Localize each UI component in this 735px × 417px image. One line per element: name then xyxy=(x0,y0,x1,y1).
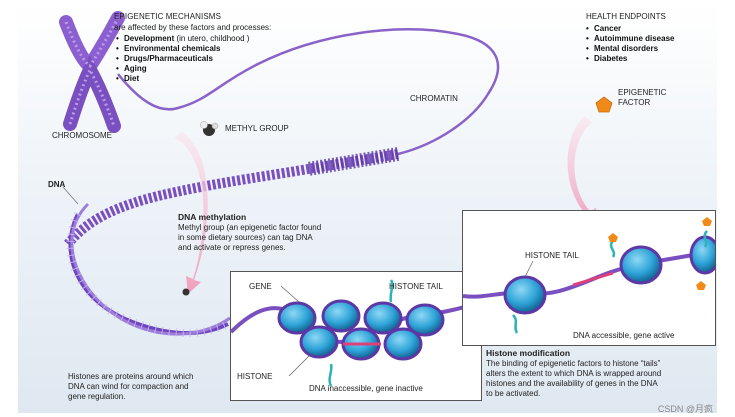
inaccessible-chromatin-panel: GENE HISTONE TAIL HISTONE DNA inaccessib… xyxy=(230,271,482,401)
histone-mod-line: to be activated. xyxy=(486,389,541,398)
diagram-graphics xyxy=(59,11,613,337)
inaccessible-label: DNA inaccessible, gene inactive xyxy=(309,384,423,393)
chromosome-shape xyxy=(59,11,125,133)
histone-mod-title: Histone modification xyxy=(486,348,571,358)
histone-open-3 xyxy=(689,235,715,275)
methylation-line: in some dietary sources) can tag DNA xyxy=(178,233,313,242)
accessible-label: DNA accessible, gene active xyxy=(573,331,675,340)
dna-helix xyxy=(66,202,231,337)
health-item: Diabetes xyxy=(586,54,716,64)
accessible-chromatin-panel: HISTONE TAIL DNA accessible, gene active xyxy=(462,210,716,346)
chromatin-fiber xyxy=(117,28,500,156)
methylation-line: Methyl group (an epigenetic factor found xyxy=(178,223,322,232)
health-title: HEALTH ENDPOINTS xyxy=(586,12,666,21)
bound-factor-icon xyxy=(608,233,618,242)
histones-note-line: gene regulation. xyxy=(68,392,126,401)
methyl-group-icon xyxy=(200,121,219,136)
epigenetic-factor-label-1: EPIGENETIC xyxy=(618,88,667,97)
histone-mod-line: histones and the availability of genes i… xyxy=(486,379,658,388)
methyl-arrow xyxy=(174,132,208,294)
histones-note-line: Histones are proteins around which xyxy=(68,372,194,381)
chromatin-label: CHROMATIN xyxy=(410,94,458,103)
factor-arrow xyxy=(567,116,598,226)
methylation-line: and activate or repress genes. xyxy=(178,243,286,252)
histone-open-1 xyxy=(503,275,547,315)
mechanisms-title: EPIGENETIC MECHANISMS xyxy=(114,12,222,21)
mechanism-item: Drugs/Pharmaceuticals xyxy=(116,54,336,64)
histone-tail-label-right: HISTONE TAIL xyxy=(525,251,579,260)
histone-cluster xyxy=(277,299,445,361)
dna-pointer xyxy=(62,186,79,205)
histones-note-line: DNA can wind for compaction and xyxy=(68,382,189,391)
watermark: CSDN @月疯 xyxy=(657,404,713,414)
bound-factor-icon xyxy=(702,217,712,226)
bound-factor-icon xyxy=(696,281,706,290)
mechanism-item: Environmental chemicals xyxy=(116,44,336,54)
epigenetic-factor-icon xyxy=(595,96,613,113)
methylation-title: DNA methylation xyxy=(178,212,247,222)
chromatin-coil xyxy=(64,147,400,248)
methyl-tag-icon xyxy=(182,288,190,296)
mechanism-item: Aging xyxy=(116,64,336,74)
histone-tail-label-left: HISTONE TAIL xyxy=(389,282,443,291)
mechanisms-subtitle: are affected by these factors and proces… xyxy=(114,23,272,32)
health-list: Cancer Autoimmune disease Mental disorde… xyxy=(586,24,716,64)
histone-mod-line: The binding of epigenetic factors to his… xyxy=(486,359,661,368)
diagram-canvas: EPIGENETIC MECHANISMS are affected by th… xyxy=(18,4,717,413)
histone-open-2 xyxy=(619,245,663,285)
methyl-group-label: METHYL GROUP xyxy=(225,124,289,133)
gene-label: GENE xyxy=(249,282,272,291)
mechanism-item: Diet xyxy=(116,74,336,84)
accessible-panel-graphics xyxy=(463,217,715,334)
chromosome-label: CHROMOSOME xyxy=(52,131,112,140)
histone-label: HISTONE xyxy=(237,372,273,381)
inaccessible-panel-graphics xyxy=(231,279,481,387)
health-item: Autoimmune disease xyxy=(586,34,716,44)
mechanism-item: Development (in utero, childhood ) xyxy=(116,34,336,44)
dna-label: DNA xyxy=(48,180,66,189)
health-item: Cancer xyxy=(586,24,716,34)
mechanisms-list: Development (in utero, childhood ) Envir… xyxy=(116,34,336,84)
health-item: Mental disorders xyxy=(586,44,716,54)
epigenetic-factor-label-2: FACTOR xyxy=(618,98,651,107)
histone-mod-line: alters the extent to which DNA is wrappe… xyxy=(486,369,662,378)
